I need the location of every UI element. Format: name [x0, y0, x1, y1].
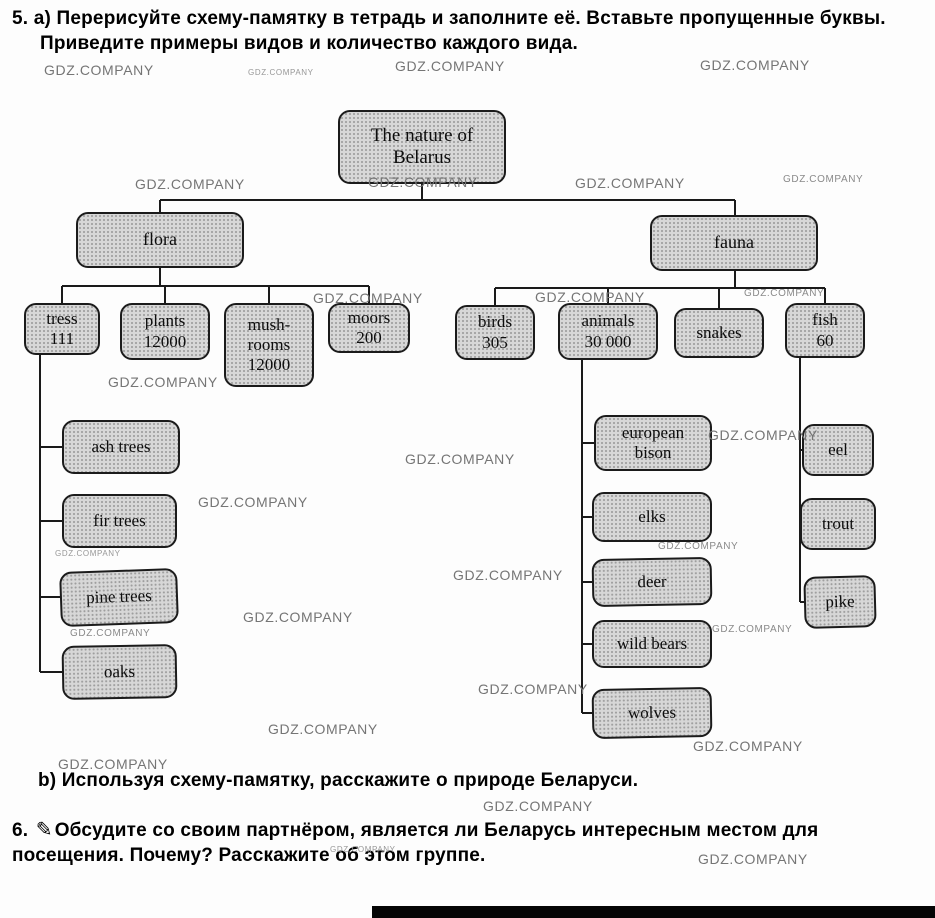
node-label: fish — [812, 310, 838, 330]
watermark: GDZ.COMPANY — [368, 174, 478, 190]
diagram-node-oaks: oaks — [61, 644, 178, 700]
node-label: pine trees — [85, 586, 153, 608]
watermark: GDZ.COMPANY — [58, 756, 168, 772]
node-label: fauna — [714, 232, 754, 253]
diagram-node-wild-bears: wild bears — [592, 620, 712, 668]
watermark: GDZ.COMPANY — [535, 289, 645, 305]
node-label: ash trees — [91, 436, 151, 456]
diagram-node-tress: tress 111 — [24, 303, 100, 355]
diagram-node-root: The nature of Belarus — [338, 110, 506, 184]
pencil-icon: ✎ — [35, 819, 53, 841]
diagram-node-deer: deer — [591, 556, 713, 608]
node-count: 30 000 — [584, 331, 632, 351]
watermark: GDZ.COMPANY — [395, 58, 505, 74]
watermark: GDZ.COMPANY — [313, 290, 423, 306]
node-label: pike — [825, 591, 855, 612]
node-label: tress — [46, 308, 78, 328]
exercise5b-instruction: b) Используя схему-памятку, расскажите о… — [38, 770, 639, 791]
exercise6-number: 6. — [12, 820, 29, 841]
node-label: The nature of Belarus — [370, 124, 474, 168]
watermark: GDZ.COMPANY — [243, 609, 353, 625]
diagram-node-elks: elks — [592, 492, 712, 542]
watermark: GDZ.COMPANY — [575, 175, 685, 191]
diagram-node-moors: moors 200 — [328, 303, 410, 353]
watermark: GDZ.COMPANY — [268, 721, 378, 737]
node-count: 12000 — [247, 355, 291, 375]
node-label: flora — [143, 229, 177, 250]
diagram-node-pine-trees: pine trees — [59, 567, 179, 628]
diagram-node-wolves: wolves — [591, 686, 713, 740]
node-label: animals — [581, 311, 635, 331]
diagram-node-trout: trout — [800, 498, 876, 550]
node-label: eel — [828, 439, 848, 459]
watermark: GDZ.COMPANY — [453, 567, 563, 583]
node-label: elks — [638, 506, 666, 526]
exercise5-instruction: 5. а) Перерисуйте схему-памятку в тетрад… — [12, 8, 886, 54]
watermark: GDZ.COMPANY — [712, 624, 793, 635]
diagram-node-pike: pike — [803, 575, 877, 629]
diagram-node-eel: eel — [802, 424, 874, 476]
diagram-node-fish: fish 60 — [785, 303, 865, 358]
diagram-node-mushrooms: mush-rooms 12000 — [224, 303, 314, 387]
diagram-node-snakes: snakes — [674, 308, 764, 358]
diagram-node-european-bison: european bison — [594, 415, 712, 471]
watermark: GDZ.COMPANY — [248, 68, 314, 77]
watermark: GDZ.COMPANY — [744, 288, 825, 299]
node-label: snakes — [696, 322, 742, 342]
node-label: fir trees — [93, 510, 146, 530]
watermark: GDZ.COMPANY — [135, 176, 245, 192]
diagram-node-flora: flora — [76, 212, 244, 268]
node-label: mush-rooms — [247, 314, 291, 354]
node-label: european bison — [621, 422, 685, 462]
watermark: GDZ.COMPANY — [70, 628, 151, 639]
watermark: GDZ.COMPANY — [783, 174, 864, 185]
watermark: GDZ.COMPANY — [330, 845, 396, 854]
watermark: GDZ.COMPANY — [698, 851, 808, 867]
diagram-node-ash-trees: ash trees — [62, 420, 180, 474]
node-label: deer — [637, 571, 667, 592]
node-count: 200 — [356, 328, 382, 347]
node-label: wolves — [627, 702, 677, 723]
node-label: trout — [821, 513, 855, 533]
watermark: GDZ.COMPANY — [693, 738, 803, 754]
exercise6-instruction: 6. ✎Обсудите со своим партнёром, являетс… — [12, 818, 852, 868]
node-count: 60 — [816, 330, 834, 350]
node-label: oaks — [103, 661, 136, 682]
watermark: GDZ.COMPANY — [55, 549, 121, 558]
watermark: GDZ.COMPANY — [700, 57, 810, 73]
watermark: GDZ.COMPANY — [405, 451, 515, 467]
node-label: plants — [144, 311, 186, 331]
watermark: GDZ.COMPANY — [108, 374, 218, 390]
diagram-node-fir-trees: fir trees — [62, 494, 177, 548]
watermark: GDZ.COMPANY — [44, 62, 154, 78]
watermark: GDZ.COMPANY — [483, 798, 593, 814]
diagram-node-fauna: fauna — [650, 215, 818, 271]
node-label: moors — [347, 307, 391, 327]
watermark: GDZ.COMPANY — [708, 427, 818, 443]
node-count: 12000 — [143, 331, 187, 351]
node-label: wild bears — [616, 633, 688, 653]
watermark: GDZ.COMPANY — [198, 494, 308, 510]
node-label: birds — [478, 312, 512, 332]
diagram-node-birds: birds 305 — [455, 305, 535, 360]
diagram-node-animals: animals 30 000 — [558, 303, 658, 360]
node-count: 111 — [49, 329, 75, 348]
scan-artifact-bar — [372, 906, 935, 918]
watermark: GDZ.COMPANY — [478, 681, 588, 697]
watermark: GDZ.COMPANY — [658, 541, 739, 552]
exercise6-text: Обсудите со своим партнёром, является ли… — [12, 820, 819, 866]
node-count: 305 — [482, 332, 508, 352]
diagram-node-plants: plants 12000 — [120, 303, 210, 360]
